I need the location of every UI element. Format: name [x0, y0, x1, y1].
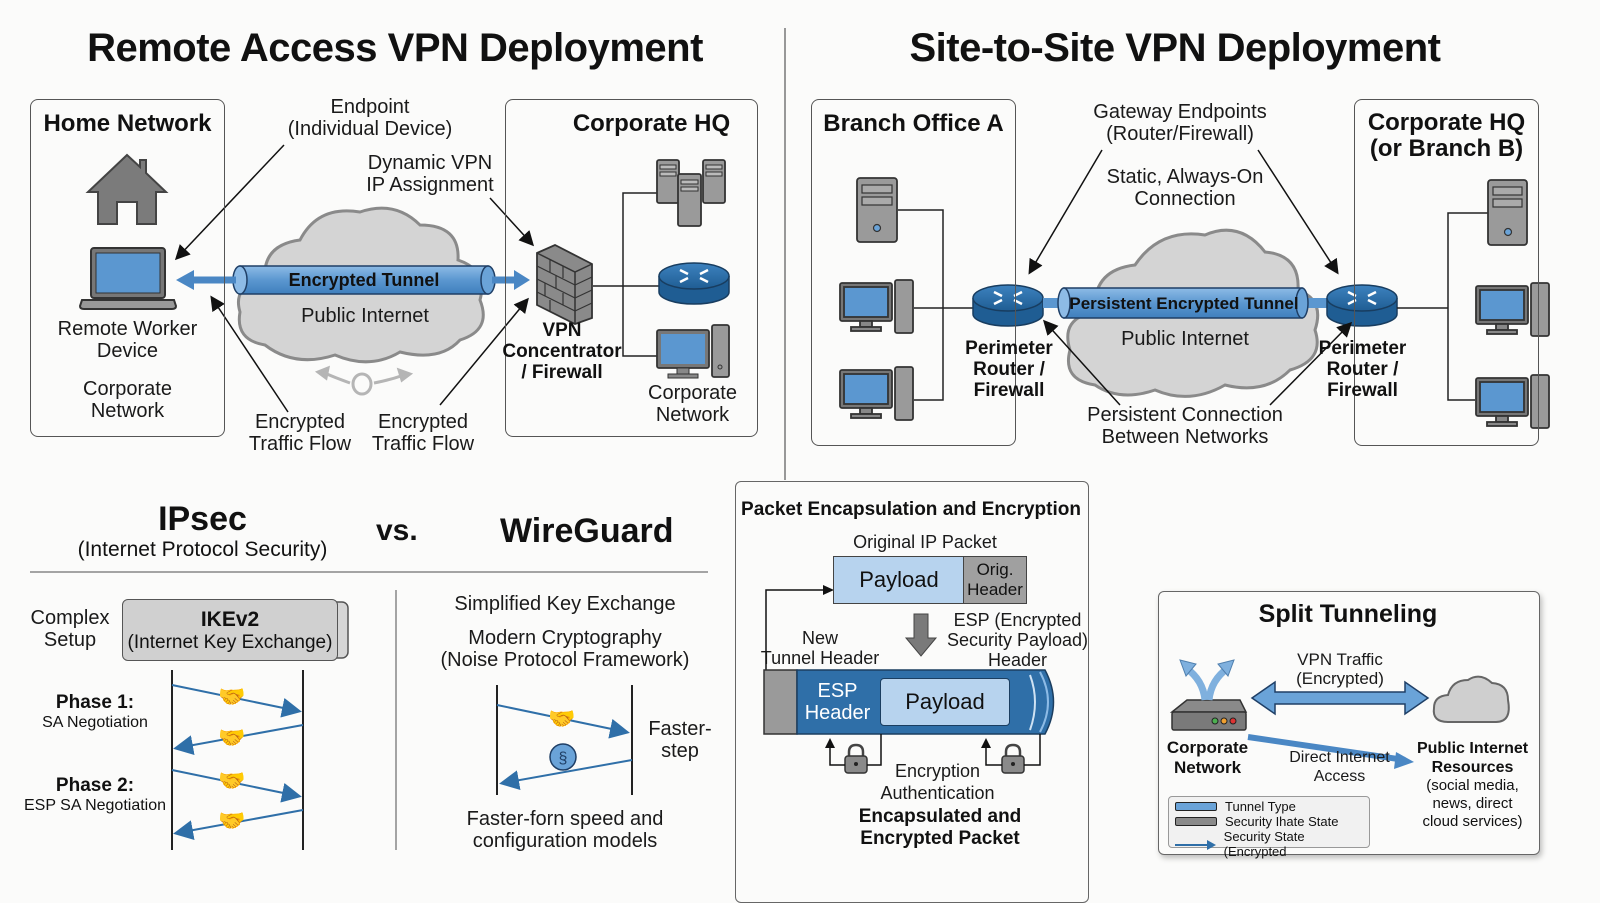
ipsec-heading: IPsec (Internet Protocol Security)	[60, 500, 345, 562]
corporate-hq-box: Corporate HQ	[505, 99, 758, 437]
svg-text:§: §	[559, 750, 568, 767]
handshake-icon: 🤝	[218, 768, 246, 793]
split-legend: Tunnel Type Security Ihate State Securit…	[1168, 796, 1370, 859]
wg-modern-crypto-label: Modern Cryptography(Noise Protocol Frame…	[440, 627, 690, 671]
orig-header-block: Orig.Header	[963, 556, 1027, 604]
handshake-icon: 🤝	[548, 706, 576, 731]
wg-simplified-label: Simplified Key Exchange	[454, 593, 676, 615]
original-payload-block: Payload	[833, 556, 965, 604]
gateway-endpoints-label: Gateway Endpoints(Router/Firewall)	[1093, 101, 1267, 145]
legend-swatch-gray	[1175, 817, 1217, 826]
encapsulation-title: Packet Encapsulation and Encryption	[741, 499, 1081, 520]
key-coin-icon: §	[549, 743, 577, 771]
branch-office-title: Branch Office A	[823, 110, 1004, 137]
vpn-traffic-label: VPN Traffic(Encrypted)	[1296, 650, 1384, 688]
home-network-box: Home Network	[30, 99, 225, 437]
vs-label: vs.	[376, 514, 418, 547]
ikev2-box: IKEv2 (Internet Key Exchange)	[122, 599, 338, 661]
hq-site-title: Corporate HQ(or Branch B)	[1367, 109, 1526, 162]
ikev2-subtitle: (Internet Key Exchange)	[127, 632, 333, 653]
encrypted-payload-block: Payload	[880, 678, 1010, 726]
public-internet-label-site: Public Internet	[1121, 328, 1249, 350]
split-tunneling-title: Split Tunneling	[1258, 600, 1438, 628]
original-packet-label: Original IP Packet	[853, 532, 997, 552]
phase1-label: Phase 1: SA Negotiation	[42, 692, 148, 731]
handshake-icon: 🤝	[218, 684, 246, 709]
phase2-label: Phase 2: ESP SA Negotiation	[23, 775, 167, 814]
wireguard-sequence-lines	[496, 685, 633, 795]
remote-access-title: Remote Access VPN Deployment	[87, 26, 703, 70]
reconnect-icon	[314, 365, 414, 396]
handshake-icon: 🤝	[218, 808, 246, 833]
encrypted-tunnel-label: Encrypted Tunnel	[288, 270, 440, 290]
hq-site-box: Corporate HQ(or Branch B)	[1354, 99, 1539, 446]
ipsec-subtitle: (Internet Protocol Security)	[77, 538, 328, 561]
legend-swatch-blue	[1175, 802, 1217, 811]
wg-faster-step-label: Faster-step	[648, 718, 712, 762]
wireguard-title: WireGuard	[500, 512, 674, 550]
legend-item-arrow: Security State (Encrypted	[1169, 829, 1369, 859]
persistent-tunnel-label: Persistent Encrypted Tunnel	[1069, 294, 1299, 313]
public-internet-label-remote: Public Internet	[301, 305, 429, 327]
home-network-title: Home Network	[43, 110, 212, 137]
split-tunneling-panel	[1158, 591, 1540, 855]
corporate-hq-title: Corporate HQ	[572, 110, 731, 137]
legend-arrow-icon	[1175, 839, 1216, 850]
handshake-icon: 🤝	[218, 725, 246, 750]
public-resources-label: Public Internet Resources (social media,…	[1416, 740, 1529, 830]
endpoint-label: Endpoint(Individual Device)	[287, 96, 453, 140]
legend-item-gray: Security Ihate State	[1169, 814, 1369, 829]
ikev2-title: IKEv2	[200, 608, 260, 631]
site-to-site-title: Site-to-Site VPN Deployment	[909, 26, 1441, 70]
ipsec-title: IPsec	[158, 500, 247, 538]
branch-office-box: Branch Office A	[811, 99, 1016, 446]
legend-item-tunnel-type: Tunnel Type	[1169, 799, 1369, 814]
